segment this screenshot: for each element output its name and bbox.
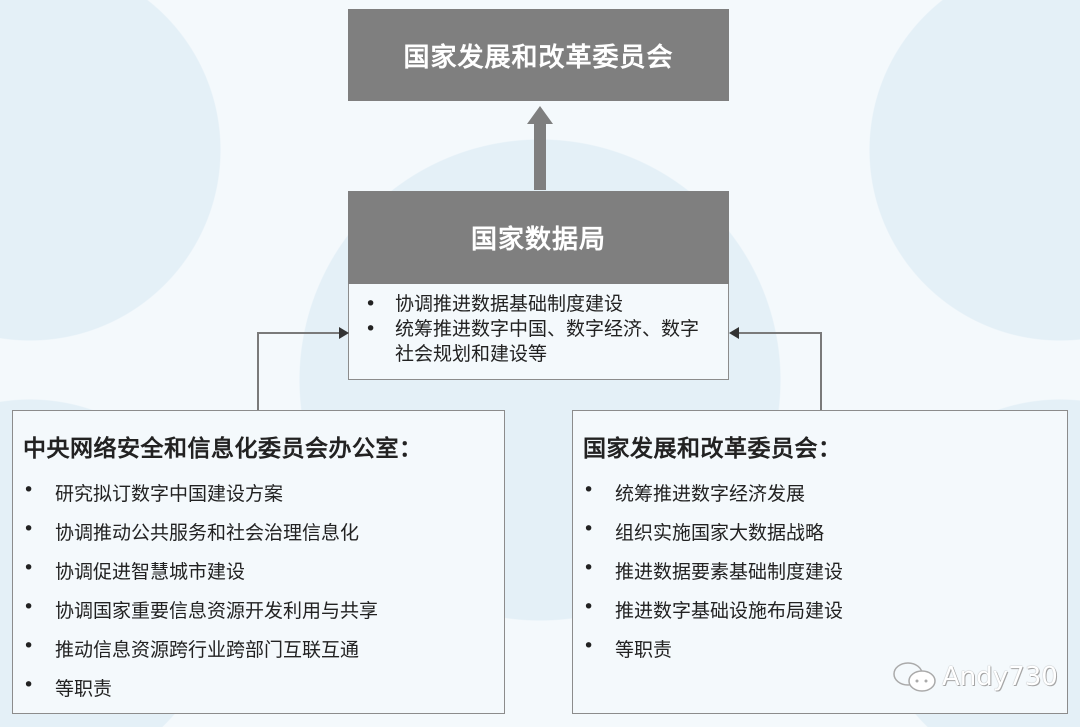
arrowhead-left-icon: [729, 327, 739, 339]
watermark-text: Andy730: [942, 662, 1058, 692]
left-box-title: 中央网络安全和信息化委员会办公室：: [23, 436, 423, 462]
list-item: •统筹推进数字中国、数字经济、数字社会规划和建设等: [365, 318, 700, 365]
watermark: Andy730: [892, 660, 1058, 694]
list-item: •推进数字基础设施布局建设: [583, 596, 844, 622]
connector-left: [257, 332, 341, 334]
list-item: •协调促进智慧城市建设: [23, 557, 246, 583]
list-item: •推动信息资源跨行业跨部门互联互通: [23, 635, 360, 661]
list-item: •组织实施国家大数据战略: [583, 518, 825, 544]
middle-box-body: •协调推进数据基础制度建设 •统筹推进数字中国、数字经济、数字社会规划和建设等: [348, 284, 729, 380]
list-item: •协调推进数据基础制度建设: [365, 293, 624, 315]
connector-right: [820, 332, 822, 410]
list-item: •统筹推进数字经济发展: [583, 479, 806, 505]
list-item: •协调推动公共服务和社会治理信息化: [23, 518, 360, 544]
list-item: •等职责: [583, 635, 673, 661]
right-box-ndrc: 国家发展和改革委员会： •统筹推进数字经济发展 •组织实施国家大数据战略 •推进…: [572, 410, 1068, 714]
top-box-ndrc: 国家发展和改革委员会: [348, 9, 729, 101]
list-item: •研究拟订数字中国建设方案: [23, 479, 284, 505]
list-item: •等职责: [23, 674, 113, 700]
middle-box-header: 国家数据局: [348, 191, 729, 284]
left-box-cac: 中央网络安全和信息化委员会办公室： •研究拟订数字中国建设方案 •协调推动公共服…: [12, 410, 505, 714]
list-item: •协调国家重要信息资源开发利用与共享: [23, 596, 379, 622]
top-box-title: 国家发展和改革委员会: [403, 42, 674, 73]
middle-box-title: 国家数据局: [470, 225, 606, 255]
list-item: •推进数据要素基础制度建设: [583, 557, 844, 583]
up-arrow: [527, 106, 553, 190]
connector-left: [257, 332, 259, 410]
connector-right: [737, 332, 821, 334]
wechat-icon: [893, 662, 936, 692]
arrowhead-right-icon: [339, 327, 349, 339]
right-box-title: 国家发展和改革委员会：: [583, 436, 842, 462]
